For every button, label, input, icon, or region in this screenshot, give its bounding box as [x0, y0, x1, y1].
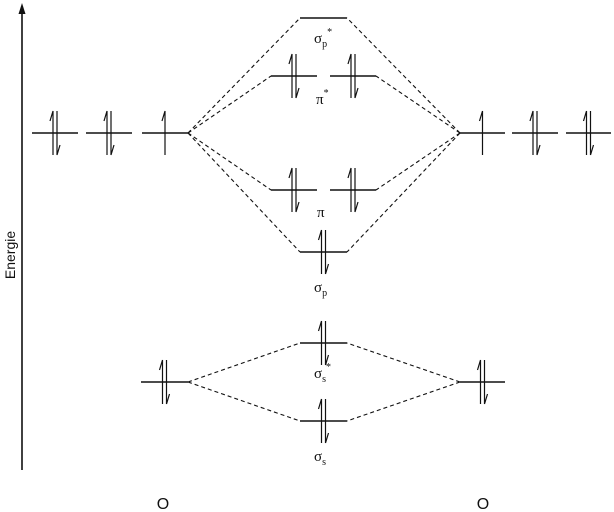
- electron-spin-down: [324, 399, 330, 444]
- electron-spin-down: [589, 111, 595, 156]
- electron-spin-down: [483, 360, 489, 405]
- correlation-line: [375, 75, 461, 134]
- electron-spin-up: [317, 398, 323, 443]
- electron-spin-up: [529, 110, 534, 155]
- correlation-line: [187, 17, 301, 134]
- correlation-line: [187, 75, 272, 134]
- electron-spin-up: [347, 167, 352, 212]
- electron-spin-up: [478, 110, 484, 155]
- electron-spin-down: [165, 360, 171, 405]
- atom-label-right: O: [477, 496, 489, 512]
- electrons: [49, 53, 595, 444]
- correlation-lines: [187, 17, 461, 422]
- electron-spin-up: [317, 229, 323, 274]
- correlation-line: [375, 132, 461, 191]
- electron-spin-down: [354, 54, 359, 99]
- label-pi-star: π*: [316, 88, 329, 108]
- correlation-line: [346, 381, 461, 422]
- correlation-line: [187, 342, 301, 383]
- electron-spin-up: [288, 53, 293, 98]
- label-sigma-s-star: σs*: [314, 362, 331, 385]
- electron-spin-up: [582, 110, 588, 155]
- correlation-line: [346, 342, 461, 383]
- label-sigma-p-star: σp*: [314, 27, 332, 50]
- energy-axis-label: Energie: [2, 231, 18, 279]
- electron-spin-up: [476, 359, 482, 404]
- label-sigma-s: σs: [314, 449, 326, 468]
- electron-spin-up: [49, 110, 54, 155]
- electron-spin-up: [288, 167, 293, 212]
- electron-spin-up: [161, 110, 166, 155]
- electron-spin-down: [295, 54, 300, 99]
- electron-spin-up: [103, 110, 108, 155]
- correlation-line: [187, 132, 272, 191]
- electron-spin-up: [158, 359, 164, 404]
- correlation-line: [187, 132, 301, 253]
- electron-spin-down: [354, 168, 359, 213]
- energy-axis-arrowhead: [18, 3, 26, 14]
- atom-label-left: O: [157, 496, 169, 512]
- electron-spin-down: [56, 111, 61, 156]
- electron-spin-down: [536, 111, 541, 156]
- label-sigma-p: σp: [314, 280, 327, 299]
- correlation-line: [346, 17, 461, 134]
- electron-spin-up: [317, 320, 323, 365]
- electron-spin-down: [324, 230, 330, 275]
- label-pi: π: [317, 205, 325, 221]
- electron-spin-up: [347, 53, 352, 98]
- electron-spin-down: [295, 168, 300, 213]
- electron-spin-down: [324, 321, 330, 366]
- correlation-line: [187, 381, 301, 422]
- correlation-line: [346, 132, 461, 253]
- electron-spin-down: [110, 111, 115, 156]
